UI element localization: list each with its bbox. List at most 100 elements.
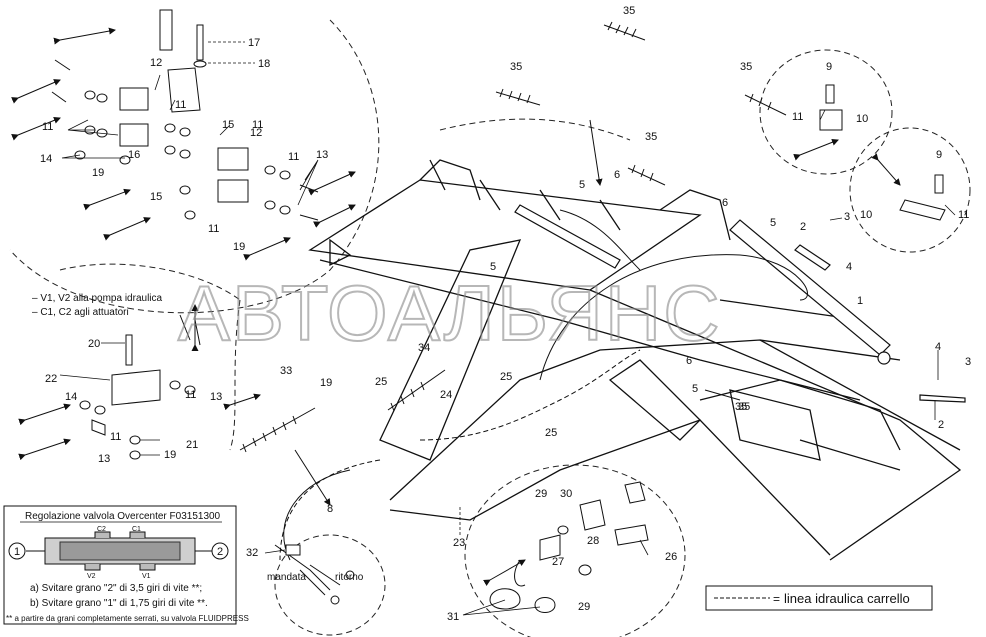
callout-5: 5 — [692, 383, 698, 395]
valve-detail-right — [819, 84, 946, 221]
decal-35d — [627, 164, 666, 186]
detail-circle-valves-1 — [759, 49, 893, 175]
callout-22: 22 — [45, 373, 57, 385]
detail-circle-top-left — [9, 19, 380, 314]
leader-lines — [59, 41, 956, 616]
callout-13: 13 — [316, 149, 328, 161]
bolt-20 — [125, 334, 133, 366]
frame-right-side — [589, 289, 962, 561]
callout-11: 11 — [792, 111, 803, 123]
callout-11: 11 — [42, 121, 53, 133]
port-label-1: 1 — [14, 546, 20, 558]
frame-top-beam — [308, 179, 702, 291]
decal-strips — [239, 21, 787, 453]
callout-14: 14 — [65, 391, 77, 403]
callout-29: 29 — [578, 601, 590, 613]
detail-circle-valves-2 — [849, 127, 971, 253]
callout-35: 35 — [735, 401, 747, 413]
washer-21 — [129, 435, 141, 445]
callout-19: 19 — [233, 241, 245, 253]
port-circle-1 — [8, 542, 26, 560]
callout-2: 2 — [800, 221, 806, 233]
overcenter-title: Regolazione valvola Overcenter F03151300 — [25, 511, 221, 522]
frame-ribs — [429, 159, 621, 231]
frame-rear-ribs — [719, 299, 901, 471]
legend-equals: = — [773, 592, 780, 606]
callout-35: 35 — [740, 61, 752, 73]
callout-18: 18 — [258, 58, 270, 70]
step-b: b) Svitare grano "1" di 1,75 giri di vit… — [30, 598, 208, 609]
valve-block-12a — [119, 87, 149, 111]
fitting-26 — [614, 524, 649, 546]
note-c1-c2: – C1, C2 agli attuatori — [32, 307, 129, 318]
callout-11: 11 — [110, 431, 121, 443]
callout-19: 19 — [320, 377, 332, 389]
fitting-top — [624, 481, 646, 504]
callout-23: 23 — [453, 537, 465, 549]
cylinder-1-eye — [877, 351, 891, 365]
callout-9: 9 — [826, 61, 832, 73]
port-v1: V1 — [142, 573, 151, 580]
callout-13: 13 — [98, 453, 110, 465]
callout-33: 33 — [280, 365, 292, 377]
ring-30 — [557, 525, 569, 535]
frame-pivot-right — [659, 189, 731, 241]
hose-bundle — [274, 544, 331, 591]
hose-to-couplers — [283, 469, 351, 561]
overcenter-box-frame — [3, 505, 237, 625]
callout-6: 6 — [614, 169, 620, 181]
step-a: a) Svitare grano "2" di 3,5 giri di vite… — [30, 583, 202, 594]
overcenter-valve-core — [59, 541, 181, 561]
cylinder-1 — [729, 219, 891, 356]
valve-9a — [825, 84, 835, 104]
callout-11: 11 — [958, 209, 969, 221]
note-v1-v2: – V1, V2 alla pompa idraulica — [32, 293, 163, 304]
port-v2: V2 — [87, 573, 96, 580]
frame-lower-beam — [389, 339, 961, 501]
coupler-29 — [539, 534, 561, 561]
label-mandata: mandata — [267, 572, 306, 583]
callout-6: 6 — [686, 355, 692, 367]
callout-5: 5 — [579, 179, 585, 191]
hose-carrello-2 — [279, 459, 381, 561]
callout-21: 21 — [186, 439, 198, 451]
valve-body-10a — [819, 109, 843, 131]
hose-clamp-32 — [285, 544, 301, 556]
callout-5: 5 — [770, 217, 776, 229]
callout-32: 32 — [246, 547, 258, 559]
decal-35f — [704, 389, 741, 401]
callout-4: 4 — [935, 341, 941, 353]
callout-12: 12 — [150, 57, 162, 69]
cap-31b — [534, 597, 556, 613]
port-c1: C1 — [132, 526, 141, 533]
main-frame — [308, 159, 962, 561]
cap-31a — [489, 588, 521, 610]
callout-5: 5 — [490, 261, 496, 273]
bolt-17 — [196, 24, 204, 61]
callout-3: 3 — [965, 356, 971, 368]
callout-11: 11 — [252, 119, 263, 131]
callout-12: 12 — [250, 127, 262, 139]
callout-10: 10 — [856, 113, 868, 125]
footnote: ** a partire da grani completamente serr… — [6, 614, 249, 623]
valve-block-12c — [217, 147, 249, 171]
frame-rear-box-inner — [729, 389, 821, 461]
callout-31: 31 — [447, 611, 459, 623]
callout-numbers: 35 35 35 35 35 17 18 12 11 15 11 12 11 1… — [40, 5, 971, 623]
fitting-13 — [91, 419, 106, 436]
callout-14: 14 — [40, 153, 52, 165]
detail-circle-mid-left — [59, 263, 241, 301]
callout-25: 25 — [545, 427, 557, 439]
detail-circle-mid-left-edge — [229, 299, 241, 451]
callout-15: 15 — [222, 119, 234, 131]
port-c2: C2 — [97, 526, 106, 533]
frame-pivot-left — [419, 159, 481, 201]
frame-end-left — [329, 238, 352, 267]
decal-34 — [387, 369, 446, 412]
valve-9b — [934, 174, 944, 194]
overcenter-adjustment-box: Regolazione valvola Overcenter F03151300… — [3, 505, 249, 625]
coupler-ritorno — [345, 570, 355, 580]
decal-33 — [239, 407, 316, 453]
drawbar — [379, 239, 522, 461]
